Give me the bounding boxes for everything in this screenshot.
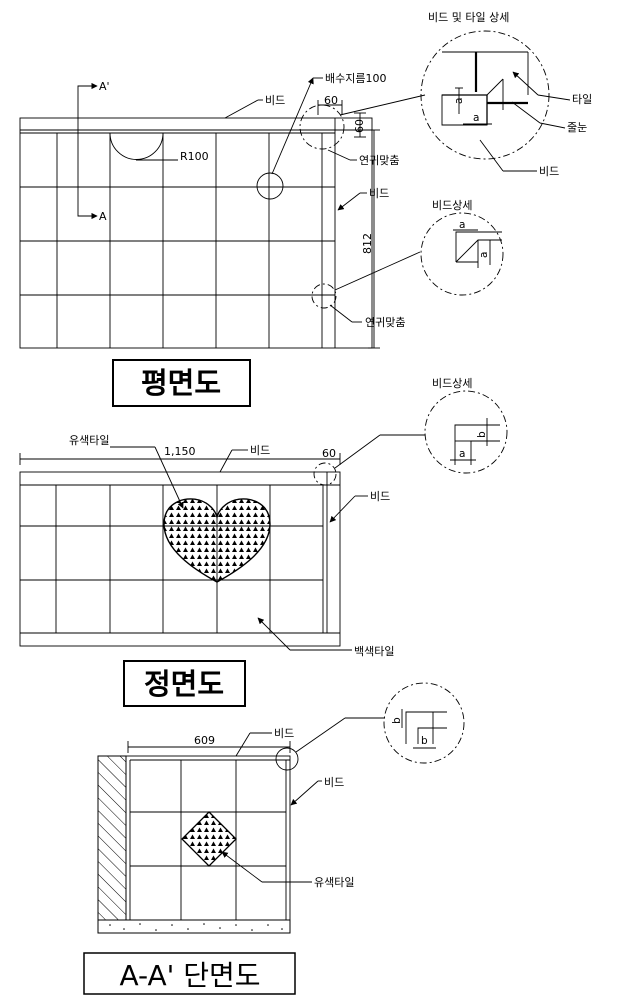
corner-joint-label-2: 연귀맞춤 [365, 316, 405, 329]
detail-bead-2: 비드상세 b a [424, 377, 508, 474]
front-bead-right-label: 비드 [370, 490, 390, 503]
detail-bead-2-title: 비드상세 [432, 377, 472, 390]
detail-bead-3-b-2: b [421, 735, 428, 747]
corner-joint-label-1: 연귀맞춤 [359, 154, 399, 167]
drain-circle [256, 172, 284, 200]
section-colored-tile-diamond [181, 811, 237, 867]
detail-bead-tile-a-2: a [473, 112, 479, 124]
plan-bead-top-label: 비드 [265, 94, 285, 107]
front-dim-60: 60 [322, 447, 336, 460]
section-floor-dots [109, 923, 283, 931]
drain-label: 배수지름100 [325, 72, 386, 85]
front-title: 정면도 [144, 667, 224, 701]
section-cut-line [77, 85, 97, 217]
detail-joint-label: 줄눈 [567, 121, 587, 134]
detail-bead-3-b-1: b [391, 717, 403, 724]
section-bead-right-label: 비드 [324, 776, 344, 789]
plan-title-box [112, 359, 251, 407]
front-dim-1150: 1,150 [164, 445, 196, 458]
section-title: A-A' 단면도 [119, 959, 260, 992]
front-white-tile-label: 백색타일 [354, 644, 394, 658]
section-tile-grid [130, 760, 286, 920]
plan-tile-grid [20, 133, 335, 348]
plan-dim-60-h: 60 [324, 94, 338, 107]
detail-tile-label: 타일 [572, 92, 592, 106]
section-title-box [83, 952, 296, 995]
detail-bead-2-a: a [459, 448, 465, 460]
section-detail-circle [275, 747, 299, 771]
plan-detail-circle-2 [311, 283, 337, 309]
plan-dim-812: 812 [361, 233, 374, 254]
detail-bead-1-title: 비드상세 [432, 199, 472, 212]
detail-bead-tile-circle [420, 30, 550, 160]
front-outline [19, 471, 341, 647]
section-mark-top: A' [99, 80, 110, 93]
section-dim-609: 609 [194, 734, 215, 747]
detail-bead-2-b: b [476, 431, 488, 438]
detail-bead-1: 비드상세 a a [420, 199, 504, 296]
plan-dim-60-v: 60 [353, 119, 366, 133]
section-wall-hatch [97, 755, 127, 921]
detail-bead-tile-title: 비드 및 타일 상세 [428, 10, 509, 24]
detail-bead-tile-a-1: a [453, 98, 465, 104]
plan-title: 평면도 [141, 366, 221, 400]
front-title-box [123, 660, 246, 707]
detail-bead-tile: 비드 및 타일 상세 a a 타일 줄눈 비드 [420, 10, 592, 178]
detail-bead-1-a-1: a [459, 219, 465, 231]
section-floor-concrete [97, 919, 291, 934]
plan-r100-arc [109, 132, 164, 160]
front-colored-tile-label: 유색타일 [69, 433, 109, 447]
detail-bead-3-circle [383, 682, 465, 764]
radius-label: R100 [180, 150, 209, 163]
section-outline [125, 755, 291, 921]
heart-colored-tiles [163, 498, 271, 583]
front-view: 1,150 60 유색타일 비드 비드 백색타일 정면 [19, 433, 425, 707]
plan-view: R100 배수지름100 비드 A' A 60 60 812 연귀맞춤 비드 [19, 72, 426, 407]
section-view: 609 비드 비드 유색타일 [83, 717, 385, 995]
front-detail-circle [313, 462, 337, 486]
plan-outline [19, 117, 373, 349]
plan-bead-right-label: 비드 [369, 187, 389, 200]
section-bead-top-label: 비드 [274, 727, 294, 740]
detail-bead-3: b b [383, 682, 465, 764]
detail-bead-label: 비드 [539, 165, 559, 178]
section-mark-bottom: A [99, 210, 107, 223]
detail-bead-2-circle [424, 390, 508, 474]
section-colored-tile-label: 유색타일 [314, 875, 354, 889]
detail-bead-1-a-2: a [478, 252, 490, 258]
plan-detail-circle-1 [299, 104, 345, 150]
detail-bead-1-circle [420, 212, 504, 296]
front-bead-top-label: 비드 [250, 444, 270, 457]
